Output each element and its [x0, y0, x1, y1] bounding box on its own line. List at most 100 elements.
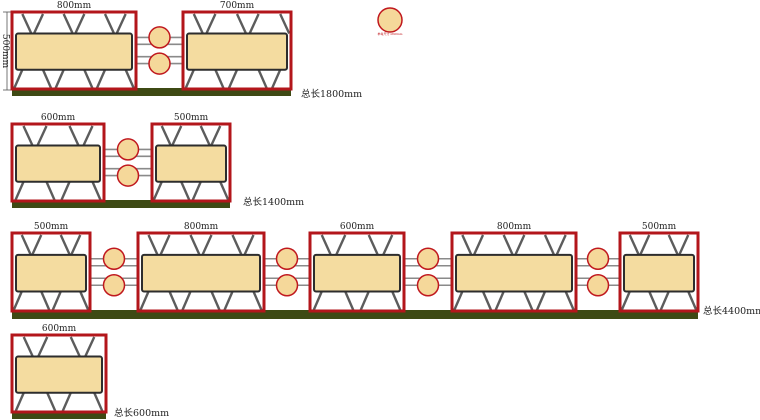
strut — [46, 392, 57, 412]
strut — [184, 69, 195, 89]
strut — [12, 291, 23, 311]
strut — [543, 234, 556, 256]
strut — [83, 69, 94, 89]
strut — [367, 234, 379, 256]
strut — [21, 13, 33, 35]
strut — [235, 13, 248, 35]
fence-row-2: 600mm 500mm 总长1400mm — [10, 113, 304, 208]
strut — [223, 291, 234, 311]
strut — [514, 234, 526, 256]
connector-3 — [404, 247, 452, 297]
strut — [391, 291, 402, 311]
row-total-length: 总长1400mm — [243, 196, 304, 208]
strut — [159, 234, 171, 256]
strut — [22, 336, 34, 358]
fence-module: 700mm — [181, 1, 293, 91]
red-frame — [181, 10, 293, 91]
connector-1 — [136, 26, 183, 75]
module-width-label: 600mm — [340, 222, 375, 232]
strut — [124, 69, 135, 89]
strut — [14, 392, 25, 412]
red-frame — [10, 122, 106, 203]
strut — [191, 181, 202, 201]
strut — [502, 234, 514, 256]
wood-panel — [313, 253, 401, 293]
decorative-ball — [116, 164, 140, 187]
strut — [95, 69, 107, 89]
strut — [564, 291, 575, 311]
ground-strip — [12, 411, 106, 419]
strut — [32, 13, 45, 35]
module-width-label: 500mm — [174, 113, 209, 123]
fence-module: 600mm — [10, 324, 108, 414]
strut — [84, 336, 96, 358]
fence-module: 500mm — [618, 222, 700, 313]
red-frame — [308, 231, 406, 313]
red-frame — [136, 231, 266, 313]
height-label: 500mm — [0, 34, 10, 69]
decorative-ball — [586, 274, 610, 297]
decorative-ball — [416, 247, 440, 270]
strut — [40, 291, 51, 311]
strut — [628, 234, 640, 256]
strut — [82, 125, 94, 147]
strut — [659, 291, 670, 311]
strut — [62, 13, 74, 35]
legend-label: 参考尺寸 Ø90mm — [378, 31, 403, 36]
strut — [481, 291, 493, 311]
red-frame — [150, 122, 232, 203]
red-frame — [450, 231, 578, 313]
strut — [70, 234, 82, 256]
strut — [678, 234, 690, 256]
strut — [160, 125, 172, 147]
strut — [523, 291, 534, 311]
decorative-ball — [102, 274, 126, 297]
wood-panel — [15, 355, 103, 394]
strut — [14, 181, 25, 201]
ground-strip — [12, 310, 698, 319]
red-frame — [618, 231, 700, 313]
strut — [344, 291, 355, 311]
strut — [248, 13, 260, 35]
row-total-length: 总长4400mm — [703, 305, 760, 317]
strut — [189, 234, 201, 256]
wood-panel — [155, 144, 227, 183]
strut — [54, 69, 65, 89]
strut — [93, 392, 104, 412]
strut — [667, 234, 679, 256]
strut — [171, 125, 183, 147]
strut — [59, 234, 71, 256]
legend: 参考尺寸 Ø90mm — [377, 7, 403, 36]
module-width-label: 800mm — [57, 1, 92, 11]
strut — [152, 181, 163, 201]
strut — [227, 69, 239, 89]
strut — [472, 234, 485, 256]
strut — [36, 125, 48, 147]
strut — [91, 181, 102, 201]
module-width-label: 600mm — [41, 113, 76, 123]
fence-module: 800mm — [450, 222, 578, 313]
red-frame — [10, 10, 138, 91]
strut — [231, 234, 243, 256]
strut — [214, 69, 225, 89]
module-width-label: 600mm — [42, 324, 77, 334]
height-dimension: 500mm — [0, 11, 11, 91]
strut — [45, 181, 56, 201]
strut — [382, 234, 394, 256]
red-frame — [10, 333, 108, 414]
wood-panel — [15, 32, 133, 71]
strut — [115, 13, 127, 35]
connector-1 — [90, 247, 138, 297]
decorative-ball — [416, 274, 440, 297]
strut — [60, 181, 71, 201]
strut — [103, 13, 116, 35]
connector-4 — [576, 247, 620, 297]
module-width-label: 700mm — [220, 1, 255, 11]
strut — [648, 291, 659, 311]
strut — [271, 69, 282, 89]
strut — [181, 291, 192, 311]
strut — [37, 336, 49, 358]
